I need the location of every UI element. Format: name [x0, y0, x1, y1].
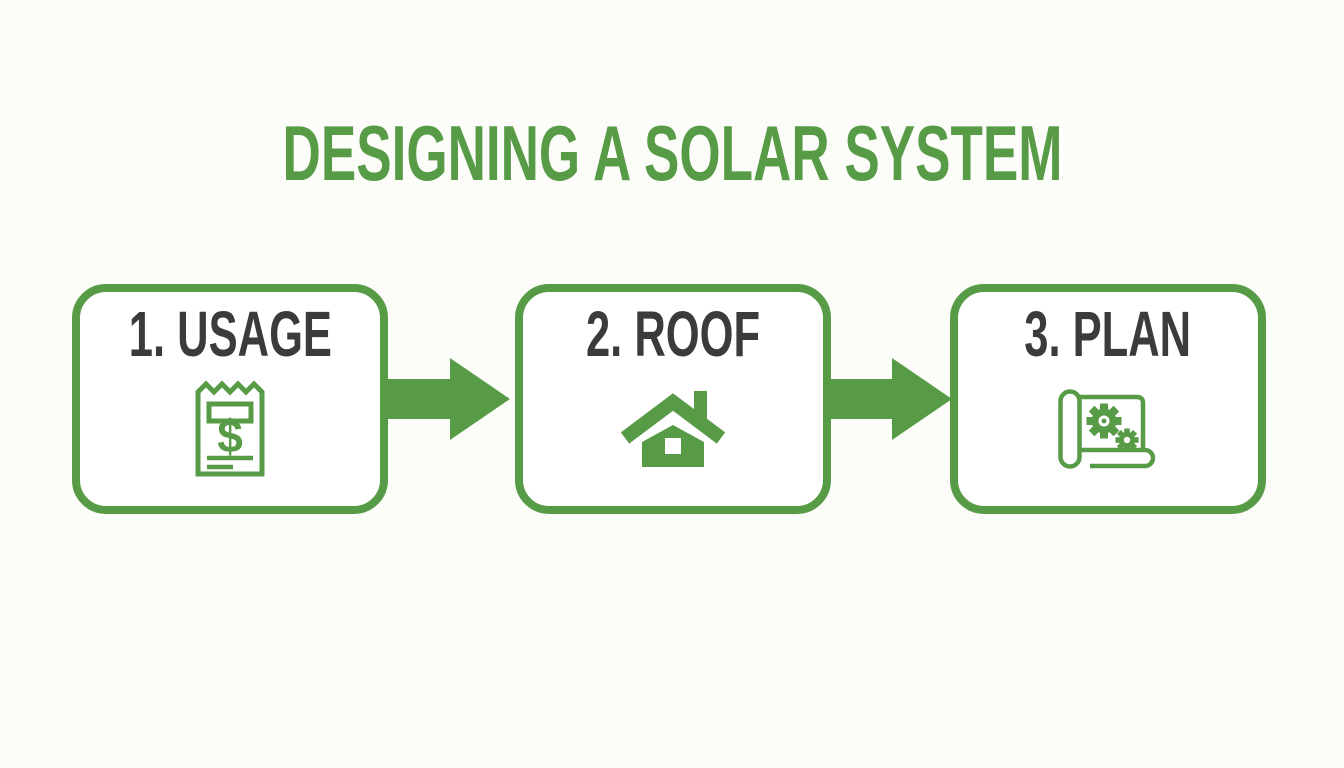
page-title-text: DESIGNING A SOLAR SYSTEM	[282, 109, 1062, 197]
arrow-right-icon	[826, 356, 956, 442]
step-label-roof: 2. ROOF	[585, 298, 761, 370]
step-label-plan: 3. PLAN	[1024, 298, 1192, 370]
page-title: DESIGNING A SOLAR SYSTEM	[0, 114, 1344, 192]
utility-bill-dollar-icon: $	[193, 366, 267, 492]
step-box-plan: 3. PLAN	[950, 284, 1266, 514]
step-box-roof: 2. ROOF	[515, 284, 831, 514]
arrow-right-icon	[384, 356, 514, 442]
house-icon	[621, 366, 725, 492]
step-box-usage: 1. USAGE $	[72, 284, 388, 514]
blueprint-gears-icon	[1058, 366, 1158, 492]
dollar-sign-glyph: $	[217, 410, 243, 462]
step-label-usage: 1. USAGE	[128, 298, 332, 370]
